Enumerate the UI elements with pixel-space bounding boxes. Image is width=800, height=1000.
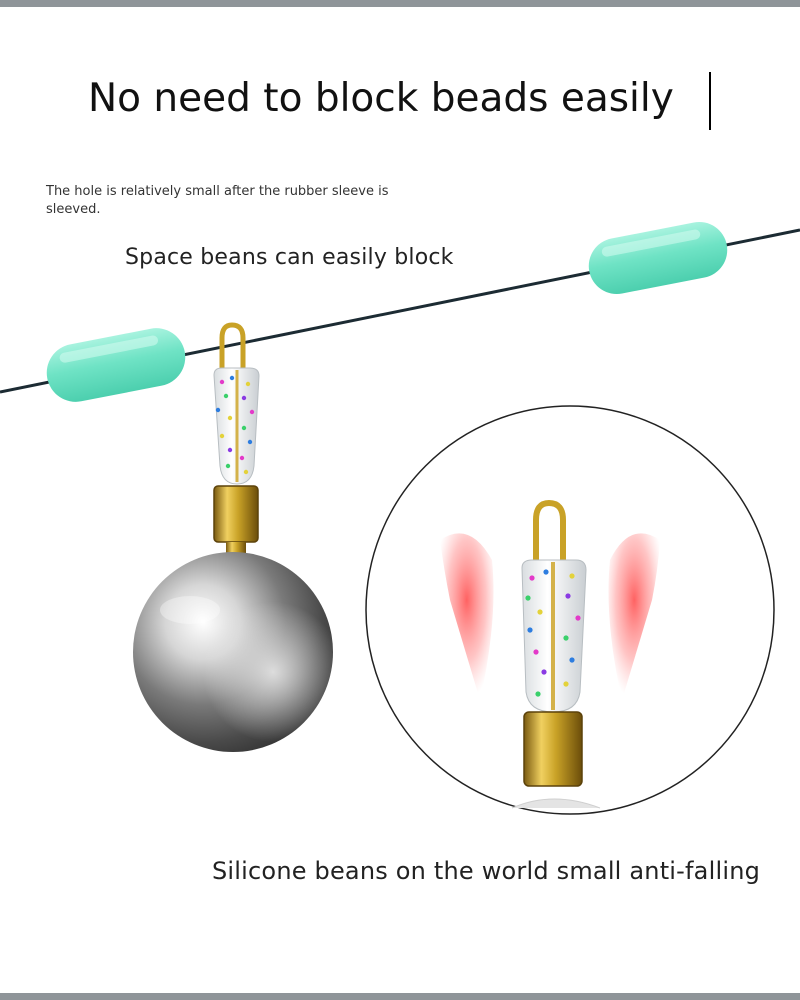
left-silicone-bean <box>46 328 186 402</box>
headline: No need to block beads easily <box>88 76 674 121</box>
headline-edge-mark <box>709 72 711 130</box>
sinker-assembly <box>133 322 333 752</box>
right-silicone-bean <box>588 221 728 295</box>
note-text: The hole is relatively small after the r… <box>46 184 389 217</box>
top-frame-bar <box>0 0 800 7</box>
bottom-frame-bar <box>0 993 800 1000</box>
caption-space-beans: Space beans can easily block <box>125 245 454 270</box>
caption-silicone-beans: Silicone beans on the world small anti-f… <box>212 857 761 885</box>
zoom-detail-circle <box>365 405 775 815</box>
